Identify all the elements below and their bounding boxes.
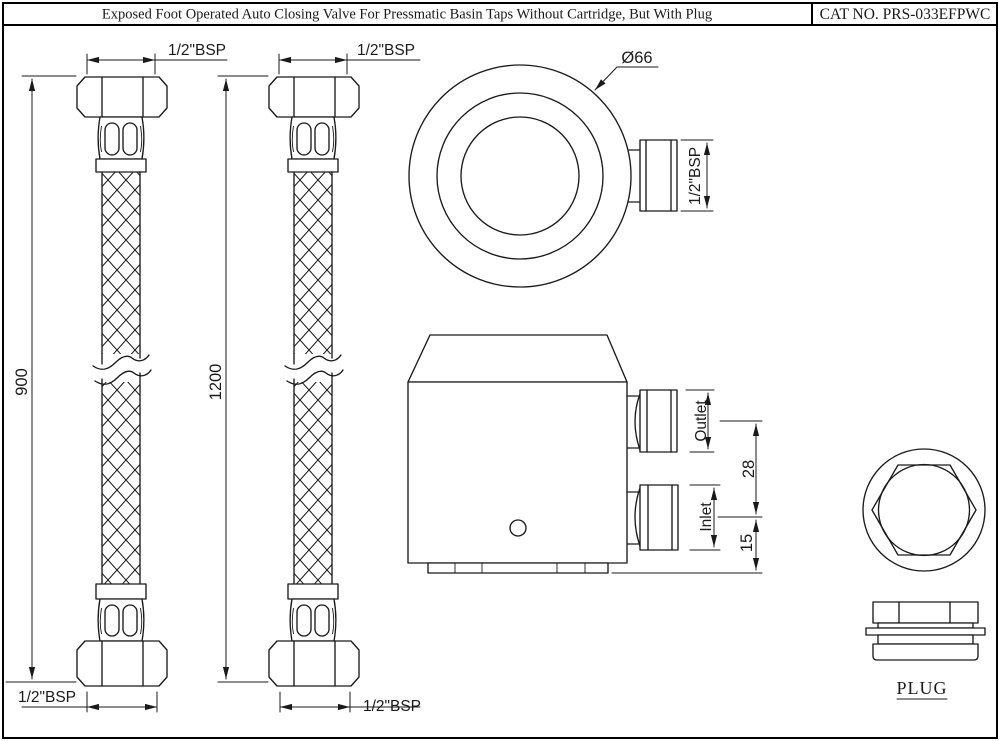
hose-900-length-label: 900 (13, 368, 31, 396)
hose-1200-top-thread-label: 1/2"BSP (357, 42, 415, 59)
diameter-leader-line (594, 66, 618, 91)
hose-1200-view: 1200 1/2"BSP 1/2"BSP (207, 42, 421, 715)
plug-label: PLUG (896, 678, 947, 698)
inlet-label: Inlet (698, 502, 715, 532)
valve-body-top-face (407, 334, 628, 383)
top-view-thread-label: 1/2"BSP (687, 147, 704, 205)
hose-900-extension-lines (5, 75, 77, 683)
inlet-neck (626, 487, 641, 547)
valve-front-view: Outlet Inlet 28 15 (407, 334, 763, 574)
valve-base-plate (427, 562, 609, 574)
diameter-label: Ø66 (621, 49, 652, 67)
hose-1200-length-label: 1200 (207, 364, 225, 401)
title-bar-divider (3, 3, 997, 26)
top-view-connector-neck (628, 149, 641, 203)
inlet-ext-lines (689, 484, 721, 551)
plug-flange (865, 627, 986, 636)
right-ext-lines (611, 420, 763, 574)
hose-900-view: 900 1/2"BSP 1/2"BSP (5, 42, 228, 713)
plug-top-view (862, 448, 986, 572)
plug-side-view (865, 601, 986, 661)
plug-hex-head (872, 601, 979, 624)
hose-900-bottom-thread-label: 1/2"BSP (18, 689, 76, 706)
plug-thread (872, 643, 979, 661)
hose-900-top-thread-label: 1/2"BSP (168, 42, 226, 59)
port-spacing-label: 28 (740, 460, 758, 478)
top-view-thread-ext-lines (680, 139, 714, 212)
drawing-title: Exposed Foot Operated Auto Closing Valve… (102, 7, 712, 23)
inlet-height-label: 15 (738, 534, 756, 552)
outlet-neck (626, 393, 641, 451)
outlet-label: Outlet (693, 400, 710, 442)
outlet-ext-lines (685, 389, 715, 453)
catalog-number: CAT NO. PRS-033EFPWC (820, 6, 991, 23)
hose-1200-extension-lines (217, 75, 269, 683)
hose-1200-bottom-thread-label: 1/2"BSP (363, 698, 421, 715)
plug-hex-outline (871, 464, 977, 556)
valve-top-view: 1/2"BSP Ø66 (408, 49, 714, 288)
valve-front-button (509, 519, 527, 537)
